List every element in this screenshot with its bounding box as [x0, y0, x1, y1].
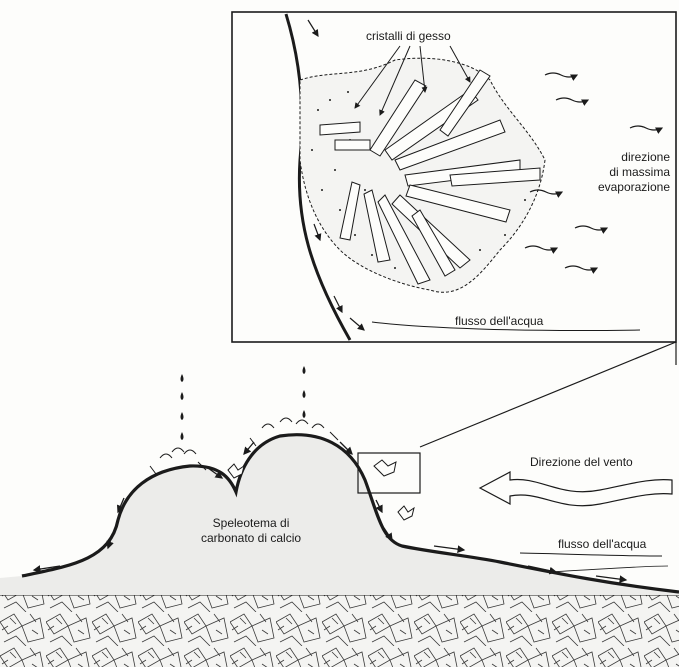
gypsum-crystals-label: cristalli di gesso	[366, 29, 451, 44]
zoom-connector-line	[420, 342, 676, 447]
evaporation-label-line1: direzione	[574, 150, 670, 165]
wind-direction-label: Direzione del vento	[530, 455, 633, 470]
evaporation-label-line3: evaporazione	[574, 180, 670, 195]
speleothem-label: Speleotema di carbonato di calcio	[186, 516, 316, 546]
wind-arrow	[480, 472, 672, 506]
bedrock	[0, 595, 679, 667]
evaporation-label: direzione di massima evaporazione	[574, 150, 670, 195]
evaporation-label-line2: di massima	[574, 165, 670, 180]
inset-water-flow-label: flusso dell'acqua	[455, 314, 543, 329]
speleothem-label-line2: carbonato di calcio	[186, 531, 316, 546]
flow-leader-line	[548, 566, 668, 572]
main-water-flow-label: flusso dell'acqua	[558, 537, 646, 552]
speleothem-label-line1: Speleotema di	[186, 516, 316, 531]
water-drips	[181, 366, 306, 440]
flow-leader-line	[520, 553, 662, 556]
